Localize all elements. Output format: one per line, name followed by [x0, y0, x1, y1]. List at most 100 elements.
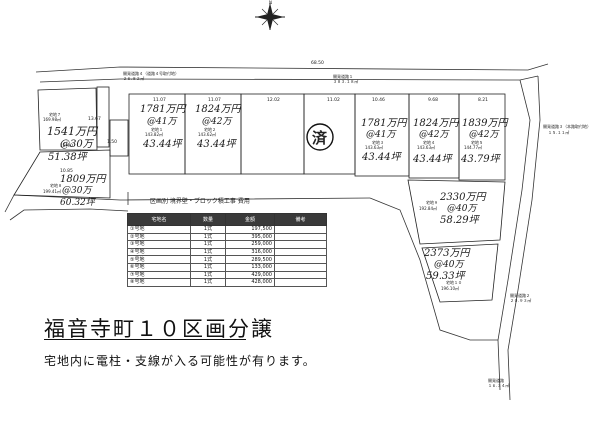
lot-tsubo-price: @30万 — [62, 186, 93, 196]
cost-table-title: 区画別 境界壁・ブロック積工事 費用 — [150, 198, 250, 205]
road-4-area: ２６.８２㎡ — [123, 75, 144, 81]
lot-tsubo-area: 43.44坪 — [196, 138, 238, 150]
lot-tsubo-price: @42万 — [419, 130, 450, 140]
lot-area: 143.63㎡ — [417, 144, 435, 150]
lot-tsubo-area: 58.29坪 — [440, 214, 481, 226]
dim-low-width: 10.85 — [60, 168, 73, 174]
lot-area: 196.10㎡ — [441, 285, 459, 291]
lot-label: 宅地４ — [423, 139, 435, 145]
compass-icon — [255, 3, 285, 30]
road-boundaries — [4, 63, 549, 401]
lot-tsubo-price: @41万 — [366, 130, 397, 140]
lot-price: 1541万円 — [47, 125, 99, 138]
road-5-name: 開発道路 — [488, 377, 504, 383]
lot-tsubo-area: 43.44坪 — [361, 151, 403, 163]
table-header-row: 宅地名 数量 金額 備考 — [127, 213, 327, 226]
compass-north-label: N — [269, 0, 272, 5]
lot-price: 1839万円 — [462, 118, 509, 129]
dim-5: 10.46 — [372, 97, 385, 103]
lot-label: 宅地２ — [204, 126, 216, 132]
lot-label: 宅地５ — [471, 139, 483, 145]
dim-3: 12.02 — [267, 97, 280, 103]
lot-3: 1781万円 @41万 宅地３ 143.63㎡ 43.44坪 — [361, 118, 408, 163]
lot-area: 143.62㎡ — [198, 131, 216, 137]
lot-price: 1824万円 — [195, 104, 242, 115]
lot-tsubo-price: @40万 — [434, 260, 465, 270]
lot-area: 144.77㎡ — [464, 144, 482, 150]
lot-tsubo-price: @30万 — [60, 139, 95, 150]
lot-price: 1824万円 — [413, 118, 460, 129]
lot-area: 199.41㎡ — [43, 188, 61, 194]
lot-9: 宅地９ 192.84㎡ 2330万円 @40万 58.29坪 — [419, 192, 487, 226]
lot-tsubo-price: @41万 — [147, 117, 178, 127]
lot-area: 169.98㎡ — [43, 116, 61, 122]
col-header-name: 宅地名 — [127, 213, 191, 226]
col-header-qty: 数量 — [190, 213, 226, 226]
lot-10: 2373万円 @40万 59.33坪 宅地１０ 196.10㎡ — [423, 248, 471, 291]
lot-label: 宅地８ — [50, 182, 62, 188]
lot-2: 1824万円 @42万 宅地２ 143.62㎡ 43.44坪 — [195, 104, 242, 150]
road-2-name: 開発道路２ — [510, 292, 530, 298]
lot-5: 1839万円 @42万 宅地５ 144.77㎡ 43.79坪 — [460, 118, 509, 165]
lot-label: 宅地３ — [372, 139, 384, 145]
dim-2: 11.07 — [208, 97, 221, 103]
lot-area: 192.84㎡ — [419, 205, 437, 211]
road-1-name: 開発道路１ — [333, 73, 353, 79]
lot-1: 1781万円 @41万 宅地１ 143.82㎡ 43.44坪 — [140, 104, 187, 150]
lot-boundaries — [13, 86, 506, 303]
lot-tsubo-area: 43.44坪 — [142, 138, 184, 150]
dim-1: 11.07 — [153, 97, 166, 103]
lot-price: 1809万円 — [60, 174, 107, 185]
road-4-name: 開発道路４（道路４号取付地） — [123, 70, 179, 76]
lot-area: 143.63㎡ — [365, 144, 383, 150]
lot-area: 143.82㎡ — [145, 131, 163, 137]
lot-tsubo-price: @42万 — [469, 130, 500, 140]
dim-left-height: 13.67 — [88, 116, 101, 122]
lot-price: 2330万円 — [439, 192, 487, 203]
road-5-area: １６.３４㎡ — [488, 382, 509, 388]
dim-6: 9.68 — [428, 97, 438, 103]
title-underline — [44, 339, 246, 340]
page-title: 福音寺町１０区画分譲 — [44, 317, 274, 341]
lot-tsubo-area: 60.32坪 — [60, 197, 97, 208]
dim-7: 8.21 — [478, 97, 488, 103]
dim-4: 11.02 — [327, 97, 340, 103]
dim-top-width: 68.50 — [311, 60, 324, 66]
lot-tsubo-area: 51.38坪 — [48, 151, 89, 163]
dim-left-width: 12.90 — [60, 143, 73, 149]
col-header-amount: 金額 — [225, 213, 275, 226]
lot-4: 1824万円 @42万 宅地４ 143.63㎡ 43.44坪 — [412, 118, 460, 165]
lot-price: 1781万円 — [140, 104, 187, 115]
lot-tsubo-area: 59.33坪 — [426, 270, 467, 282]
road-3-area: １５.１１㎡ — [548, 129, 569, 135]
lot-label: 宅地７ — [49, 111, 61, 117]
lot-tsubo-area: 43.44坪 — [412, 153, 454, 165]
lot-label: 宅地１０ — [446, 279, 462, 285]
reserved-circle — [306, 123, 334, 151]
dim-8: 1.50 — [107, 139, 117, 145]
road-1-area: ３８３.１８㎡ — [333, 78, 358, 84]
road-3-name: 開発道路３（本路取付地） — [543, 123, 591, 129]
lot-price: 1781万円 — [361, 118, 408, 129]
reserved-mark: 済 — [312, 129, 328, 147]
lot-tsubo-price: @40万 — [447, 204, 478, 214]
lot-label: 宅地１ — [151, 126, 163, 132]
lot-label: 宅地９ — [426, 199, 438, 205]
lot-price: 2373万円 — [423, 248, 471, 259]
lot-tsubo-area: 43.79坪 — [460, 153, 502, 165]
lot-8: 宅地８ 199.41㎡ 1809万円 @30万 60.32坪 — [43, 174, 107, 208]
utility-pole-note: 宅地内に電柱・支線が入る可能性が有ります。 — [44, 354, 316, 368]
lot-tsubo-price: @42万 — [202, 117, 233, 127]
lot-7: 1541万円 @30万 51.38坪 宅地７ 169.98㎡ — [43, 111, 99, 163]
road-2-area: ２０.９３㎡ — [510, 297, 531, 303]
